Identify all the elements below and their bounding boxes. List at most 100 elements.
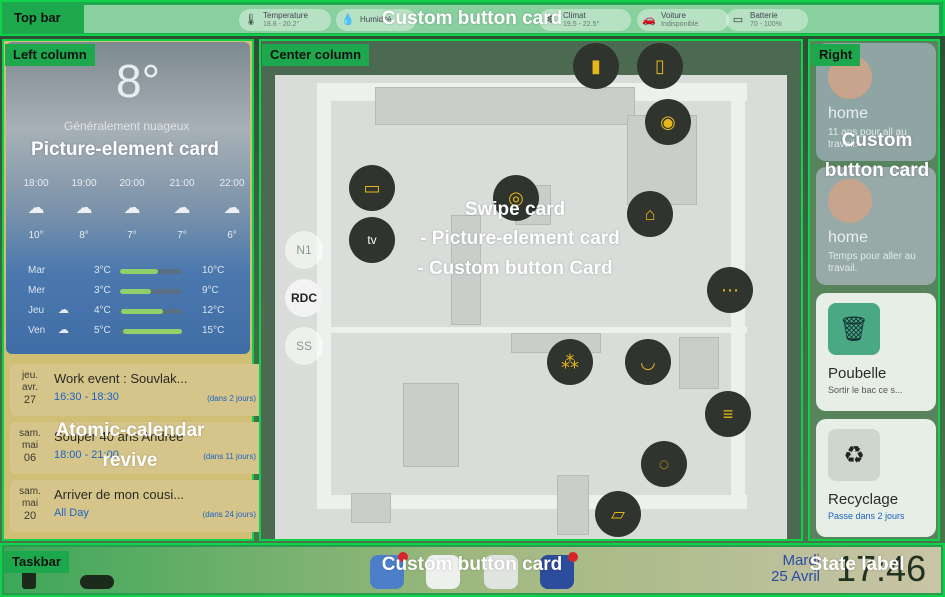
climate-icon: ❄ [546,14,556,26]
hour-temperature: 6° [227,230,237,241]
event-day: 20 [23,510,37,522]
cloud-icon: ☁ [27,198,45,217]
plan-wall [317,83,331,508]
disc-light-icon[interactable]: ◌ [641,441,687,487]
hour-label: 22:00 [219,178,245,189]
event-relative-time: (dans 11 jours) [203,452,256,461]
person-name: home [828,229,869,246]
left-picture-card-label: Picture-element card [31,139,219,160]
person-name: home [828,105,869,122]
trash-card[interactable]: 🗑 Poubelle Sortir le bac ce s... [816,293,936,411]
level-button-ss[interactable]: SS [285,327,323,365]
right-column-tag: Right [811,44,861,66]
level-button-rdc[interactable]: RDC [285,279,323,317]
taskbar: Mardi 25 Avril 17:46 Taskbar Custom butt… [0,543,945,597]
right-column: home 11 ans pour all au travail. home Te… [808,39,940,541]
hour-label: 20:00 [119,178,145,189]
cloud-icon: ☁ [75,198,93,217]
event-relative-time: (dans 24 jours) [202,510,256,519]
center-card-title: Swipe card [464,199,566,220]
forecast-day: Mar [28,265,46,276]
notification-badge [398,552,408,562]
menu-icon[interactable] [22,571,36,589]
person-status: 11 ans pour all au travail. [828,127,907,150]
outlet-icon[interactable]: ▮ [573,43,619,89]
taskbar-card-label: Custom button card [381,554,563,575]
media-app-icon[interactable] [484,555,518,589]
tv-icon[interactable]: ▭ [349,165,395,211]
plan-furniture [679,337,719,389]
person-card[interactable]: home Temps pour aller au travail. [816,167,936,285]
mail-app-icon[interactable] [540,552,578,589]
temperature-range-fill [120,269,159,274]
taskbar-background: Mardi 25 Avril 17:46 [4,547,941,593]
spot-lights-icon[interactable]: ⁂ [547,339,593,385]
center-card-line1: - Picture-element card [420,228,620,249]
temperature-range-bar [120,289,182,294]
chip-value: 19.5 - 22.5° [563,20,600,28]
chip-value: 18.8 - 20.2° [263,20,300,28]
cloud-icon: ☁ [123,198,141,217]
recycle-icon: ♻ [828,429,880,481]
bowl-light-icon[interactable]: ◡ [625,339,671,385]
temperature-range-bar [120,269,182,274]
center-column: N1 RDC SS ▮ ▯ ◉ ▭ tv ◎ ⌂ ⋯ ⁂ ◡ ≡ ◌ ▱ [259,39,803,541]
event-weekday: sam. [19,486,41,497]
ceiling-light-icon[interactable]: ◉ [645,99,691,145]
forecast-high: 9°C [202,285,219,296]
humidity-chip[interactable]: 💧 Humidité [336,9,416,31]
chip-label: Humidité [360,14,392,24]
temperature-range-bar [120,309,182,314]
plan-furniture [351,493,391,523]
toggle-icon[interactable] [80,575,114,589]
plan-furniture [557,475,589,535]
event-time: All Day [54,507,89,519]
floorplan[interactable] [275,75,787,539]
event-relative-time: (dans 2 jours) [207,394,256,403]
event-day: 27 [23,394,37,406]
day-label: Mardi [782,552,820,569]
avatar [828,179,872,223]
left-calendar-card-label: Atomic-calendar revive [55,420,205,471]
trash-title: Poubelle [828,365,887,382]
date-label: 25 Avril [771,568,820,585]
apple-tv-icon[interactable]: tv [349,217,395,263]
plug-icon[interactable]: ▯ [637,43,683,89]
home-app-icon[interactable] [426,555,460,589]
event-time: 18:00 - 21:00 [54,449,119,461]
hour-label: 21:00 [169,178,195,189]
chip-label: Voiture [661,10,686,20]
weather-card[interactable]: 8° Généralement nuageux 18:00☁10°19:00☁8… [6,42,250,354]
light-bar-icon[interactable]: ≡ [705,391,751,437]
chandelier-icon[interactable]: ⌂ [627,191,673,237]
level-button-n1[interactable]: N1 [285,231,323,269]
light-strip-icon[interactable]: ⋯ [707,267,753,313]
event-weekday: jeu. [21,370,39,381]
left-column-tag: Left column [5,44,95,66]
forecast-high: 10°C [202,265,225,276]
battery-icon: ▭ [732,14,744,26]
chip-label: Temperature [263,10,308,20]
tablet-icon[interactable]: ▱ [595,491,641,537]
notification-badge [568,552,578,562]
calendar-app-icon[interactable] [370,552,408,589]
recycling-card[interactable]: ♻ Recyclage Passe dans 2 jours [816,419,936,537]
plan-furniture [375,87,635,125]
cloud-icon: ☁ [58,304,69,316]
event-title: Arriver de mon cousi... [54,487,185,502]
cloud-icon: ☁ [223,198,241,217]
cloud-icon: ☁ [173,198,191,217]
forecast-day: Ven [28,325,46,336]
pendant-light-icon[interactable]: ◎ [493,175,539,221]
